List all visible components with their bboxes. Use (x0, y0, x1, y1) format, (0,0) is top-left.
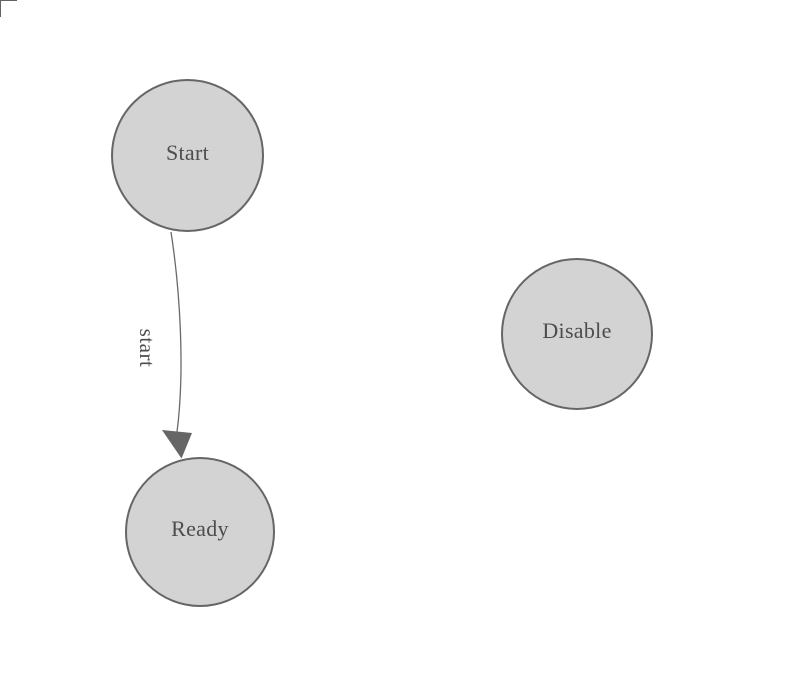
node-disable[interactable]: Disable (501, 258, 653, 410)
edge-start-to-ready[interactable] (170, 231, 182, 433)
node-start-label: Start (165, 139, 210, 165)
node-start[interactable]: Start (111, 79, 264, 232)
node-ready-label: Ready (171, 516, 229, 541)
node-disable-label: Disable (542, 318, 612, 343)
edge-label-start: start (135, 328, 159, 368)
corner-mark-icon (0, 0, 17, 17)
arrowhead-icon (162, 430, 192, 459)
node-ready[interactable]: Ready (125, 457, 275, 607)
